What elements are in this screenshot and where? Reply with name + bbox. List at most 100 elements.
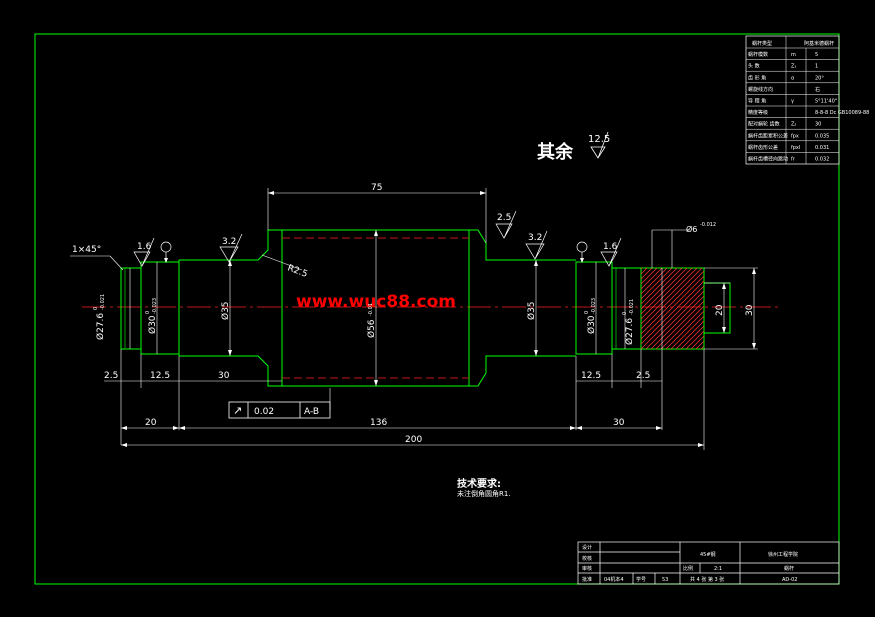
hatch-line	[640, 267, 658, 285]
hatch-line	[680, 325, 705, 350]
dimension-texts: 75 136 200 20 30 30 2.5 12.5 12.5 2.5 1×…	[72, 183, 755, 445]
hatch-line	[640, 275, 705, 340]
dim-dia-30-left-tol: -0.023	[152, 298, 158, 314]
dim-dia-27-right: Ø27.6	[624, 318, 635, 345]
param-name: 蜗杆齿距累积公差	[748, 132, 788, 139]
dim-30-right: 30	[613, 418, 625, 428]
param-name: 蜗杆齿形公差	[748, 144, 778, 151]
param-sym: fr	[791, 157, 796, 163]
roughness-marks: 1.6 3.2 2.5 3.2 1.6	[133, 210, 622, 267]
param-sym: m	[791, 52, 796, 58]
dimension-arrow	[374, 230, 378, 236]
dim-dia-56: Ø56	[366, 319, 377, 338]
dimension-arrow	[698, 443, 704, 447]
tb-material: 45#钢	[700, 551, 716, 558]
dim-30-left: 30	[218, 371, 230, 381]
dim-dia-56-tol: -0.01	[368, 303, 374, 316]
param-sym: Z₂	[791, 122, 796, 128]
param-title-left: 蜗杆类型	[752, 40, 772, 47]
tb-approve: 批准	[582, 576, 592, 583]
roughness-note: 其余 12.5	[537, 131, 610, 163]
param-val: 1	[815, 64, 818, 70]
roughness-1-icon	[133, 237, 155, 267]
dim-2-5-right: 2.5	[636, 371, 650, 381]
param-name: 导 程 角	[748, 98, 766, 105]
dim-dia-27-right-zero: 0	[622, 312, 628, 315]
tb-student-label: 学号	[636, 576, 646, 583]
dimension-arrow	[722, 327, 726, 333]
hatch-line	[640, 267, 698, 325]
dim-12-5-left: 12.5	[150, 371, 170, 381]
dim-200: 200	[405, 435, 422, 445]
dim-dia-30-right-zero: 0	[584, 311, 590, 314]
tb-sheets: 共 4 张 第 3 张	[690, 576, 724, 583]
dim-dia-30-right: Ø30	[586, 315, 597, 334]
dim-dia-27-left-zero: 0	[93, 307, 99, 310]
roughness-mark-3: 2.5	[495, 210, 517, 239]
roughness-3-icon	[495, 210, 517, 239]
tb-review: 审核	[582, 565, 592, 572]
dim-2-5-left: 2.5	[104, 371, 118, 381]
dim-dia-27-right-tol: -0.021	[629, 299, 635, 315]
param-name: 蜗杆模数	[748, 51, 768, 58]
param-name: 头 数	[748, 63, 760, 70]
param-sym: fpxl	[791, 145, 800, 151]
dim-chamfer: 1×45°	[72, 245, 101, 255]
param-val: 5	[815, 52, 818, 58]
dimension-arrows	[121, 191, 756, 447]
roughness-4-icon	[525, 230, 548, 260]
dim-dia-6-tol: -0.012	[700, 222, 716, 228]
param-sym: Z₁	[791, 64, 796, 70]
dimension-arrow	[374, 380, 378, 386]
dimension-arrow	[228, 260, 232, 266]
hatch-line	[700, 345, 705, 350]
dimension-arrow	[656, 426, 662, 430]
dim-dia-35-left: Ø35	[220, 301, 231, 320]
dimension-arrow	[534, 260, 538, 266]
dimension-arrow	[121, 443, 127, 447]
dim-bore-20: 20	[715, 304, 725, 316]
hatch-line	[640, 270, 705, 335]
tb-design: 设计	[582, 544, 592, 551]
dimension-lines	[70, 188, 758, 450]
param-sym: γ	[791, 99, 794, 105]
tb-student-no: 53	[662, 577, 668, 583]
title-block	[577, 541, 840, 585]
dim-dia-30-right-tol: -0.023	[591, 298, 597, 314]
roughness-value-4: 3.2	[528, 233, 542, 243]
roughness-value-5: 1.6	[603, 242, 618, 252]
hatch-line	[640, 267, 663, 290]
roughness-mark-4: 3.2	[525, 230, 548, 260]
tb-check: 校核	[582, 555, 592, 562]
roughness-value-1: 1.6	[137, 242, 152, 252]
runout-datum: A-B	[304, 407, 319, 417]
param-val: 右	[815, 86, 820, 93]
hatch-line	[640, 267, 693, 320]
dimension-arrow	[480, 191, 486, 195]
hatch-line	[640, 285, 705, 350]
tech-title: 技术要求:	[457, 477, 501, 490]
roughness-mark-2: 3.2	[219, 233, 243, 263]
hatch-line	[665, 310, 705, 350]
runout-value: 0.02	[254, 407, 274, 417]
param-name: 蜗杆齿槽径向跳动	[748, 156, 788, 163]
dim-dia-30-left: Ø30	[147, 315, 158, 334]
param-name: 精度等级	[748, 109, 768, 116]
param-val: 0.031	[815, 145, 829, 151]
hatch-line	[660, 305, 705, 350]
param-val: 0.032	[815, 157, 829, 163]
roughness-note-label: 其余	[537, 141, 574, 163]
tb-doc-no: AD-02	[782, 577, 797, 583]
hatch-line	[640, 267, 653, 280]
dimension-arrow	[752, 268, 756, 274]
dim-dia-6: Ø6	[686, 224, 697, 234]
tb-part-name: 蜗杆	[784, 565, 794, 572]
dim-radius: R2.5	[286, 263, 309, 279]
hatch-line	[675, 320, 705, 350]
dim-75: 75	[371, 183, 382, 193]
roughness-5-icon	[600, 237, 622, 267]
dimension-arrow	[534, 350, 538, 356]
tb-scale-value: 2:1	[714, 566, 722, 572]
section-hatch	[640, 267, 705, 350]
